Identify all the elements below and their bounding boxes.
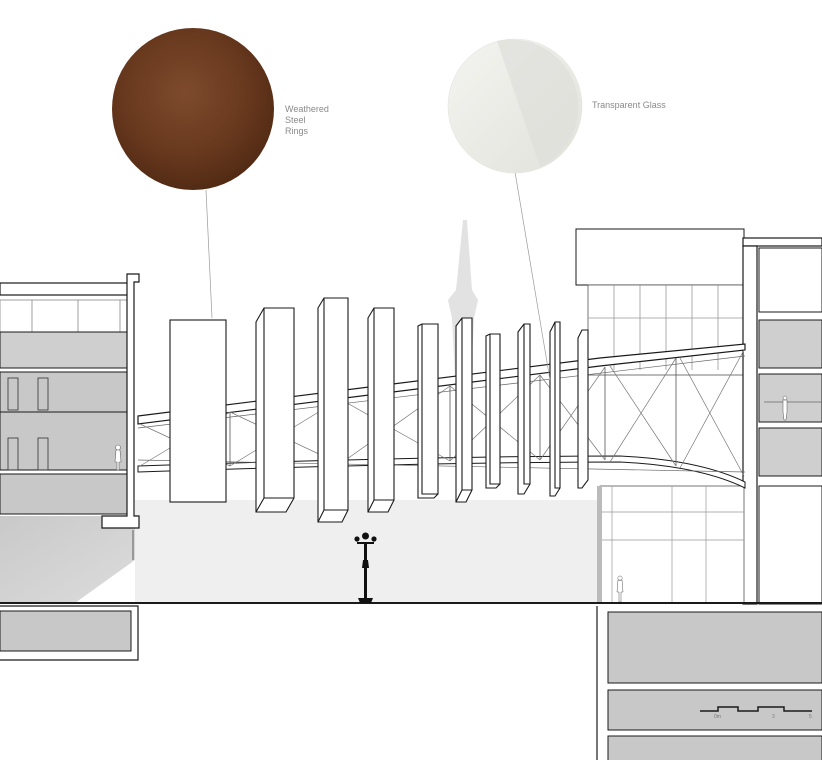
scale-bar bbox=[700, 706, 812, 712]
steel-ring-6 bbox=[455, 317, 473, 503]
steel-ring-1 bbox=[169, 319, 227, 503]
left-building bbox=[0, 273, 140, 603]
steel-material-label: Weathered Steel Rings bbox=[285, 104, 329, 137]
steel-ring-5 bbox=[417, 323, 439, 499]
steel-ring-4 bbox=[367, 307, 395, 513]
scale-label-3: 3 bbox=[772, 714, 775, 720]
glass-material-label: Transparent Glass bbox=[592, 100, 666, 111]
steel-leader-line bbox=[205, 189, 213, 319]
steel-ring-10 bbox=[577, 329, 589, 489]
steel-ring-7 bbox=[485, 333, 501, 489]
right-building bbox=[575, 228, 822, 605]
glass-label-line-1: Transparent Glass bbox=[592, 100, 666, 110]
steel-ring-3 bbox=[317, 297, 349, 523]
steel-label-line-1: Weathered bbox=[285, 104, 329, 114]
scale-label-0: 0m bbox=[714, 714, 721, 720]
steel-ring-2 bbox=[255, 307, 295, 513]
glass-leader-line bbox=[514, 171, 551, 381]
street-lamp-icon bbox=[354, 532, 377, 603]
steel-label-line-2: Steel bbox=[285, 115, 306, 125]
rust-texture-swatch bbox=[112, 28, 274, 190]
steel-rings bbox=[169, 297, 589, 523]
steel-label-line-3: Rings bbox=[285, 126, 309, 136]
glass-swatch bbox=[447, 38, 583, 174]
scale-label-5: 5 bbox=[809, 714, 812, 720]
courtyard-ground bbox=[135, 500, 600, 603]
ground-section bbox=[0, 602, 822, 760]
